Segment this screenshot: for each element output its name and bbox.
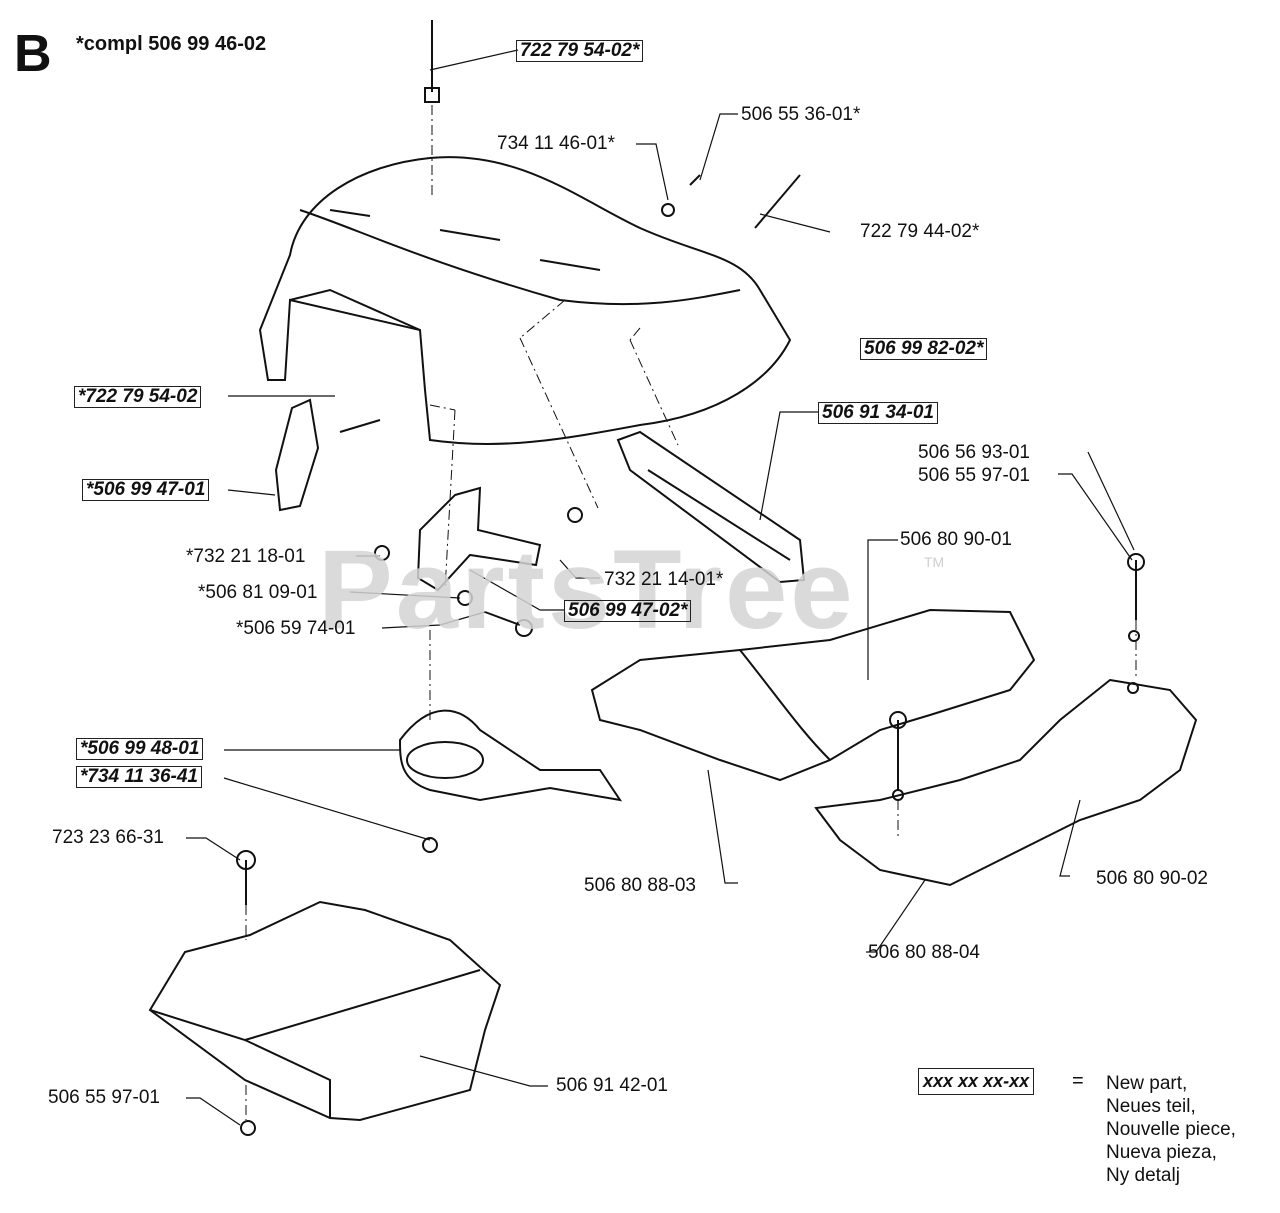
part-label-506553601[interactable]: 506 55 36-01* (741, 104, 861, 125)
part-label-506998202[interactable]: 506 99 82-02* (860, 338, 988, 360)
floor-mat-right (814, 678, 1198, 887)
part-label-732211401[interactable]: 732 21 14-01* (604, 569, 724, 590)
section-letter: B (14, 25, 52, 83)
part-label-506913401[interactable]: 506 91 34-01 (818, 402, 938, 424)
watermark: PartsTree (318, 527, 856, 652)
part-label-506559701[interactable]: 506 55 97-01 (918, 465, 1030, 486)
middle-bracket (416, 486, 542, 592)
part-label-722795402[interactable]: 722 79 54-02* (516, 40, 644, 62)
part-label-506808803[interactable]: 506 80 88-03 (584, 875, 696, 896)
part-label-723236631[interactable]: 723 23 66-31 (52, 827, 164, 848)
cup-holder (398, 709, 623, 802)
part-label-506810901[interactable]: *506 81 09-01 (198, 582, 318, 603)
left-bracket (274, 398, 320, 512)
part-label-734113641[interactable]: *734 11 36-41 (76, 766, 202, 788)
part-label-506994801[interactable]: *506 99 48-01 (76, 738, 204, 760)
legend-line: Nueva pieza, (1106, 1142, 1217, 1163)
part-label-506808804[interactable]: 506 80 88-04 (868, 942, 980, 963)
part-label-734114601[interactable]: 734 11 46-01* (497, 133, 615, 154)
legend-line: New part, (1106, 1073, 1188, 1094)
legend-line: Neues teil, (1106, 1096, 1196, 1117)
assembly-number: *compl 506 99 46-02 (76, 33, 267, 55)
part-label-722795402-left[interactable]: *722 79 54-02 (74, 386, 202, 408)
part-label-506809001[interactable]: 506 80 90-01 (900, 529, 1012, 550)
part-label-506999402[interactable]: 506 99 47-02* (564, 600, 692, 622)
part-label-506914201[interactable]: 506 91 42-01 (556, 1075, 668, 1096)
part-label-722794402[interactable]: 722 79 44-02* (860, 221, 980, 242)
grill-plate (616, 430, 806, 584)
part-label-506809002[interactable]: 506 80 90-02 (1096, 868, 1208, 889)
floor-mat-left (590, 608, 1036, 782)
trademark-mark: TM (924, 554, 945, 570)
battery-cover (148, 900, 502, 1122)
legend-text: New part, Neues teil, Nouvelle piece, Nu… (1106, 1072, 1236, 1187)
legend-equals: = (1072, 1070, 1084, 1092)
part-label-732211801[interactable]: *732 21 18-01 (186, 546, 306, 567)
part-label-506999401[interactable]: *506 99 47-01 (82, 479, 210, 501)
part-label-506569301[interactable]: 506 56 93-01 (918, 442, 1030, 463)
part-label-506597401[interactable]: *506 59 74-01 (236, 618, 356, 639)
legend-new-part-box: xxx xx xx-xx (918, 1068, 1035, 1095)
part-label-506559701-bottom[interactable]: 506 55 97-01 (48, 1087, 160, 1108)
legend-line: Ny detalj (1106, 1165, 1180, 1186)
hood-part (258, 156, 792, 446)
legend-line: Nouvelle piece, (1106, 1119, 1236, 1140)
